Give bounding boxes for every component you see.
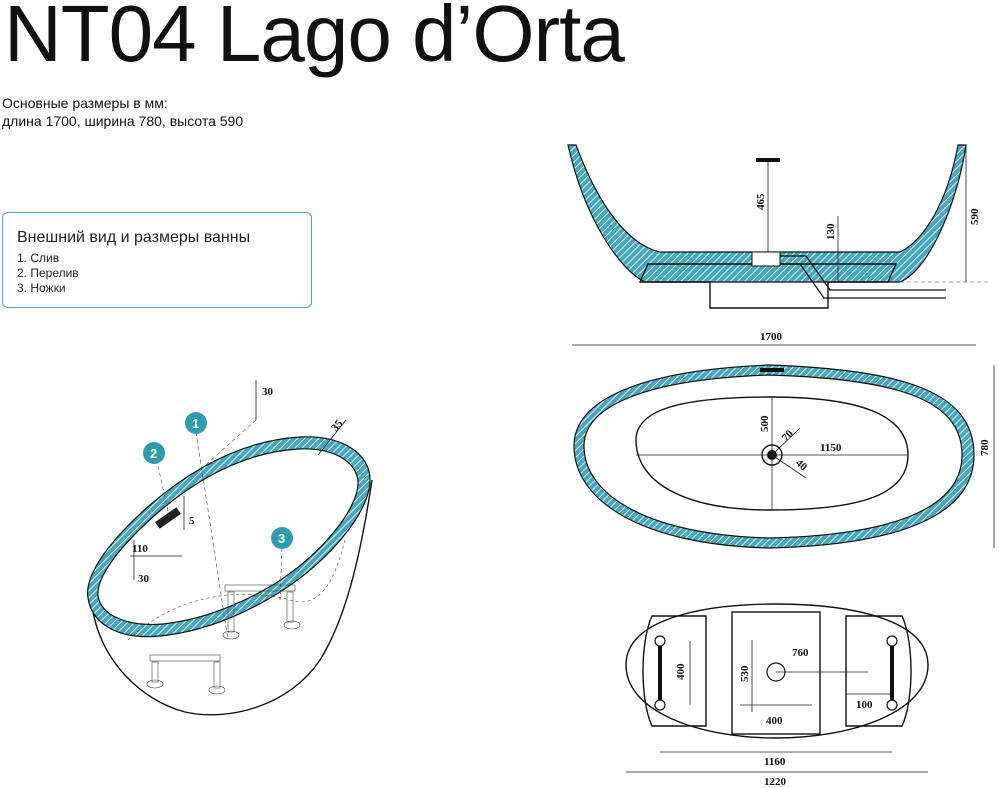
dim-top-780: 780: [979, 439, 991, 456]
dim-bottom-100: 100: [856, 699, 873, 711]
dim-top-1150: 1150: [820, 442, 842, 454]
bottom-leg-right: [886, 635, 898, 711]
callout-legs-number: 3: [278, 531, 285, 546]
dim-ext-30-top: [199, 419, 257, 471]
side-section-view: 465 130 590: [567, 144, 990, 309]
legs-leader-line: [279, 547, 283, 601]
callout-overflow-number: 2: [150, 446, 157, 461]
dim-line-70: [771, 427, 801, 456]
iso-body-outline: [91, 479, 373, 716]
isometric-view: 30 35 5 110 30 1 2 3: [87, 380, 373, 716]
dim-iso-30-bottom: 30: [138, 573, 150, 585]
top-overflow-marker: [760, 368, 784, 372]
bottom-view: 400 530 400 760 100 1160 1220: [625, 603, 929, 788]
dim-side-130: 130: [825, 223, 837, 240]
side-base: [638, 263, 898, 309]
drain-leader-line: [195, 431, 229, 641]
top-view: 1700 500 70 1150 40 780: [572, 331, 995, 549]
dim-bottom-1160: 1160: [764, 756, 786, 768]
bottom-leg-left: [654, 635, 666, 711]
dim-line-35: [317, 419, 347, 456]
callout-legs: 3: [271, 527, 293, 549]
side-overflow-marker: [756, 158, 780, 162]
dim-iso-30-top: 30: [262, 386, 274, 398]
bottom-outline: [625, 603, 929, 739]
side-drain-pipe: [780, 255, 946, 299]
dimensions-values: длина 1700, ширина 780, высота 590: [2, 113, 244, 129]
top-rim: [573, 364, 975, 549]
dim-line-40: [771, 454, 807, 479]
iso-rim: [87, 436, 371, 638]
dim-iso-5: 5: [189, 515, 195, 527]
legend-title: Внешний вид и размеры ванны: [17, 229, 251, 246]
dim-bottom-530: 530: [739, 665, 751, 682]
main-dimensions-note: Основные размеры в мм: длина 1700, ширин…: [2, 94, 243, 130]
legend-item-overflow: 2. Перелив: [17, 266, 79, 280]
dim-top-70: 70: [780, 428, 797, 445]
dim-side-590: 590: [969, 208, 981, 225]
dim-bottom-1220: 1220: [764, 776, 787, 788]
dim-iso-110: 110: [132, 543, 148, 555]
dimensions-heading: Основные размеры в мм:: [2, 95, 168, 111]
bottom-panel-right: [845, 615, 912, 727]
legend-list: 1. Слив 2. Перелив 3. Ножки: [17, 251, 79, 296]
callout-drain: 1: [185, 412, 207, 434]
side-drain: [751, 251, 781, 267]
dim-top-500: 500: [759, 415, 771, 432]
callout-drain-number: 1: [192, 416, 199, 431]
legend-item-legs: 3. Ножки: [17, 281, 66, 295]
bottom-panel-center: [731, 611, 821, 735]
iso-legs: [146, 584, 301, 695]
dim-bottom-760: 760: [792, 647, 809, 659]
dim-iso-35: 35: [329, 417, 346, 434]
dim-bottom-400-left: 400: [675, 663, 687, 680]
iso-overflow: [155, 507, 181, 529]
dim-bottom-400: 400: [766, 715, 783, 727]
dim-top-1700: 1700: [760, 331, 783, 343]
legend-item-drain: 1. Слив: [17, 251, 60, 265]
overflow-leader-line: [157, 465, 171, 521]
dim-side-465: 465: [755, 193, 767, 210]
bottom-panel-left: [642, 615, 707, 727]
callout-overflow: 2: [143, 442, 165, 464]
legend-box: Внешний вид и размеры ванны 1. Слив 2. П…: [2, 212, 312, 308]
page-title: NT04 Lago d’Orta: [4, 0, 625, 78]
